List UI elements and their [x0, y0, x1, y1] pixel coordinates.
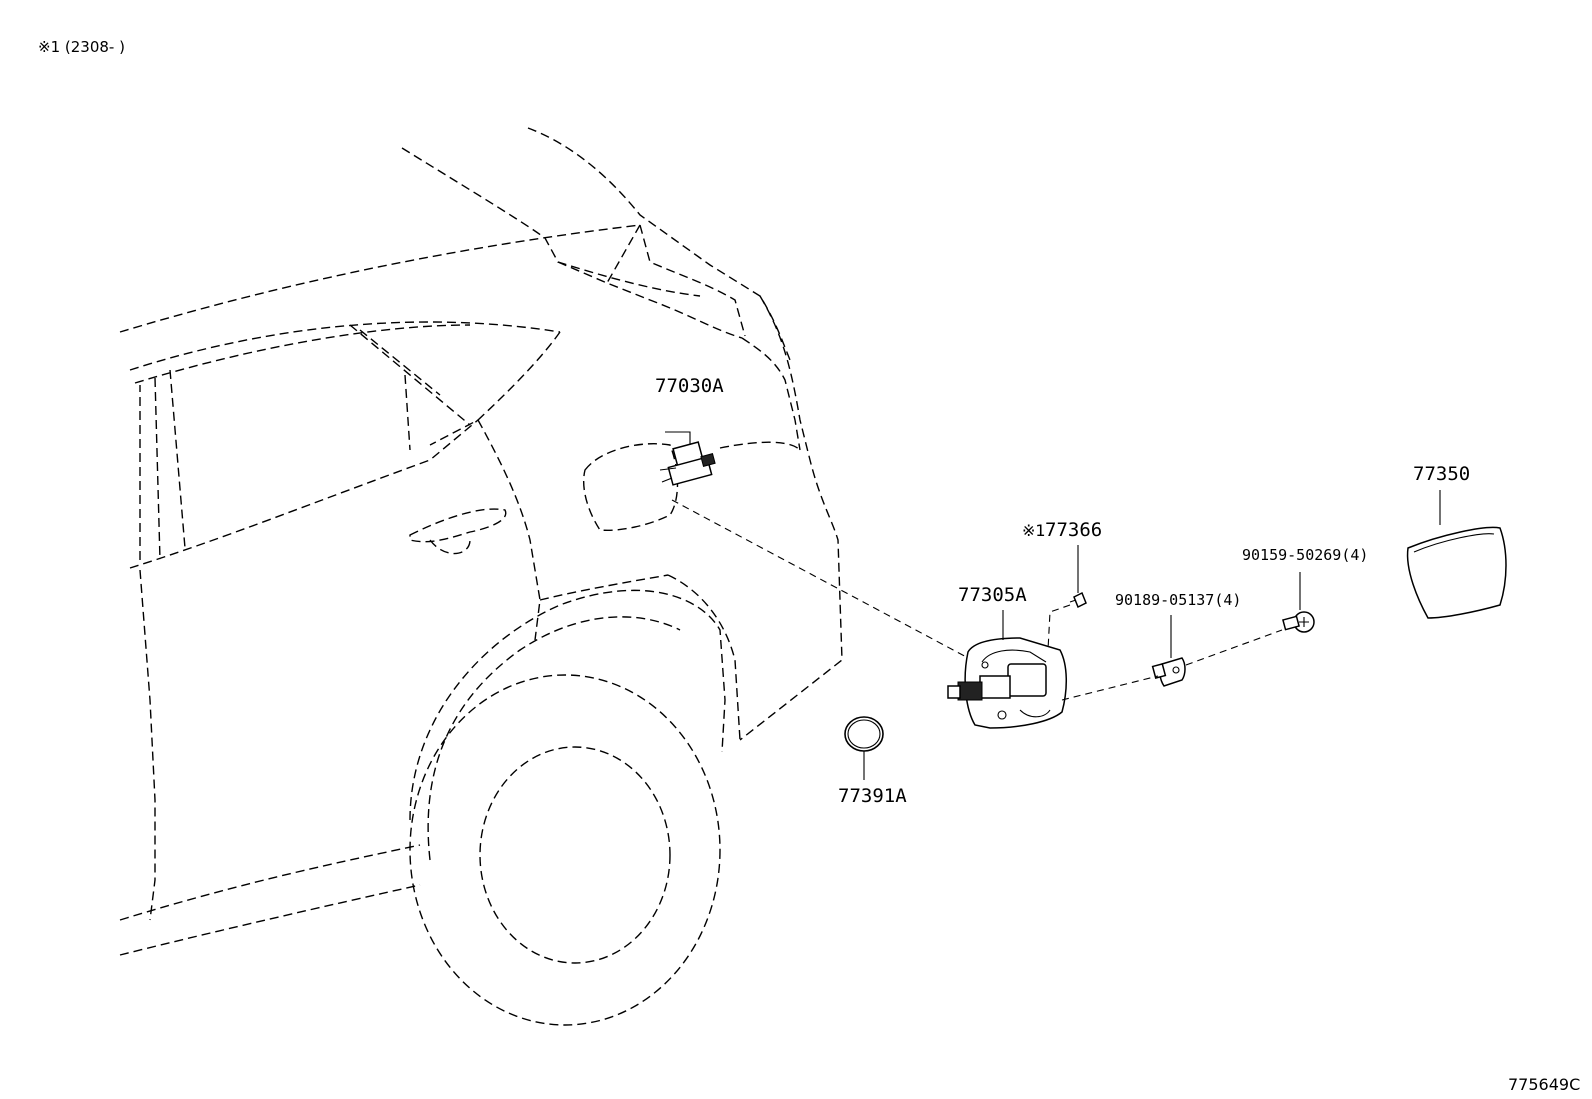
diagram-reference-number: 775649C	[1508, 1075, 1580, 1094]
fuel-door-panel	[1406, 526, 1507, 619]
fuel-door-opening	[583, 443, 679, 532]
rear-wheel	[409, 674, 721, 1026]
screw-90159-50269	[1282, 611, 1315, 633]
label-90159-50269: 90159-50269(4)	[1242, 546, 1368, 564]
vehicle-body-outline	[119, 127, 843, 956]
label-77305a: 77305A	[958, 584, 1027, 606]
fuel-door-housing	[947, 637, 1068, 729]
fuel-door-lock-actuator	[659, 441, 716, 486]
label-77391a: 77391A	[838, 785, 907, 807]
marker-77366: ※1	[1022, 521, 1046, 540]
label-90189-05137: 90189-05137(4)	[1115, 591, 1241, 609]
label-77366: 77366	[1045, 519, 1102, 541]
label-77030a: 77030A	[655, 375, 724, 397]
clip-77366	[1069, 591, 1087, 609]
model-range-note: ※1 (2308- )	[38, 38, 125, 56]
bushing-90189-05137	[1151, 657, 1186, 687]
label-77350: 77350	[1413, 463, 1470, 485]
o-ring-77391a	[844, 716, 884, 752]
